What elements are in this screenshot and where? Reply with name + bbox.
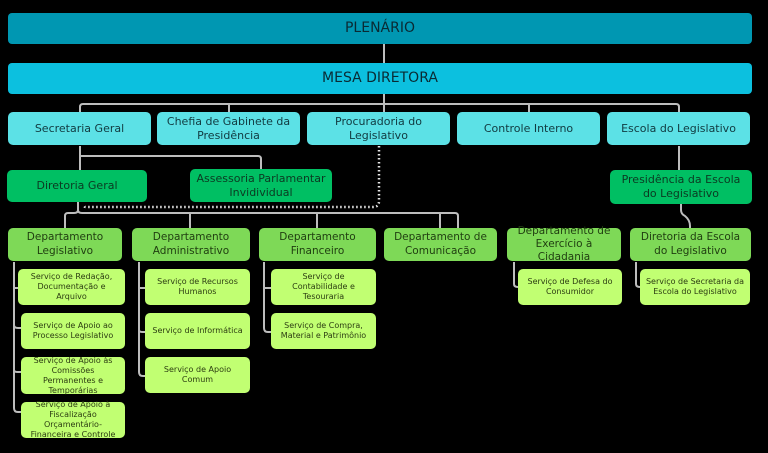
connector-dep5-services xyxy=(513,262,522,288)
node-departamento-administrativo: Departamento Administrativo xyxy=(132,228,250,261)
node-servico: Serviço de Informática xyxy=(145,313,250,349)
node-escola-legislativo: Escola do Legislativo xyxy=(607,112,750,145)
node-servico: Serviço de Secretaria da Escola do Legis… xyxy=(640,269,750,305)
node-label: Departamento de Exercício à Cidadania xyxy=(517,224,611,264)
node-servico: Serviço de Apoio à Fiscalização Orçament… xyxy=(21,400,125,439)
node-chefia-gabinete: Chefia de Gabinete da Presidência xyxy=(157,112,300,145)
node-diretoria-escola: Diretoria da Escola do Legislativo xyxy=(630,228,751,261)
node-label: Diretoria Geral xyxy=(36,179,118,193)
node-mesa-diretora-label: MESA DIRETORA xyxy=(322,69,438,86)
node-departamento-cidadania: Departamento de Exercício à Cidadania xyxy=(507,224,621,264)
node-label: Departamento de Comunicação xyxy=(394,231,487,257)
node-label: Serviço de Apoio Comum xyxy=(163,365,232,384)
node-servico: Serviço de Contabilidade e Tesouraria xyxy=(271,269,376,305)
node-label: Chefia de Gabinete da Presidência xyxy=(166,114,291,142)
node-label: Serviço de Secretaria da Escola do Legis… xyxy=(645,277,745,296)
node-label: Departamento Legislativo xyxy=(26,231,104,257)
node-label: Controle Interno xyxy=(483,121,574,135)
node-servico: Serviço de Recursos Humanos xyxy=(145,269,250,305)
node-label: Presidência da Escola do Legislativo xyxy=(621,173,741,200)
connector-dep-drops xyxy=(189,213,441,229)
node-label: Serviço de Compra, Material e Patrimônio xyxy=(280,321,367,340)
node-mesa-diretora: MESA DIRETORA xyxy=(8,63,752,94)
node-label: Departamento Financeiro xyxy=(279,231,356,257)
node-label: Serviço de Defesa do Consumidor xyxy=(527,277,613,296)
node-diretoria-geral: Diretoria Geral xyxy=(7,170,147,202)
node-secretaria-geral: Secretaria Geral xyxy=(8,112,151,145)
node-departamento-legislativo: Departamento Legislativo xyxy=(8,228,122,261)
node-plenario: PLENÁRIO xyxy=(8,13,752,44)
node-label: Serviço de Redação, Documentação e Arqui… xyxy=(30,272,113,301)
node-label: Serviço de Apoio ao Processo Legislativo xyxy=(32,321,114,340)
node-label: Assessoria Parlamentar Invidividual xyxy=(196,171,326,199)
node-label: Serviço de Recursos Humanos xyxy=(157,277,238,296)
node-departamento-comunicacao: Departamento de Comunicação xyxy=(384,228,497,261)
node-servico: Serviço de Redação, Documentação e Arqui… xyxy=(18,269,125,305)
node-label: Departamento Administrativo xyxy=(152,231,230,257)
node-plenario-label: PLENÁRIO xyxy=(344,19,415,36)
connector-dep-bus xyxy=(77,209,459,229)
node-controle-interno: Controle Interno xyxy=(457,112,600,145)
node-servico: Serviço de Compra, Material e Patrimônio xyxy=(271,313,376,349)
connector-dep6-services xyxy=(635,262,644,288)
connector-diretoria-dep1 xyxy=(64,202,79,229)
node-label: Secretaria Geral xyxy=(34,121,125,135)
node-servico: Serviço de Defesa do Consumidor xyxy=(518,269,622,305)
node-servico: Serviço de Apoio Comum xyxy=(145,357,250,393)
node-label: Diretoria da Escola do Legislativo xyxy=(640,231,741,257)
node-label: Procuradoria do Legislativo xyxy=(335,114,422,142)
node-label: Serviço de Apoio às Comissões Permanente… xyxy=(33,355,113,395)
node-label: Serviço de Apoio à Fiscalização Orçament… xyxy=(30,400,116,439)
node-assessoria-parlamentar: Assessoria Parlamentar Invidividual xyxy=(190,169,332,202)
connector-secretaria-assessoria xyxy=(80,155,262,170)
connector-procuradoria-dotted xyxy=(82,146,381,209)
node-procuradoria: Procuradoria do Legislativo xyxy=(307,112,450,145)
node-label: Serviço de Informática xyxy=(152,326,243,335)
connector-level2-drops xyxy=(228,104,530,112)
node-label: Escola do Legislativo xyxy=(621,121,736,135)
node-presidencia-escola: Presidência da Escola do Legislativo xyxy=(610,170,752,204)
connector-presidencia-diretoria-escola xyxy=(680,204,691,229)
node-label: Serviço de Contabilidade e Tesouraria xyxy=(292,272,355,301)
node-servico: Serviço de Apoio ao Processo Legislativo xyxy=(21,313,125,349)
connector-dep3-services xyxy=(263,262,272,333)
node-servico: Serviço de Apoio às Comissões Permanente… xyxy=(21,355,125,395)
node-departamento-financeiro: Departamento Financeiro xyxy=(259,228,376,261)
connector-level2-bus xyxy=(79,103,680,112)
